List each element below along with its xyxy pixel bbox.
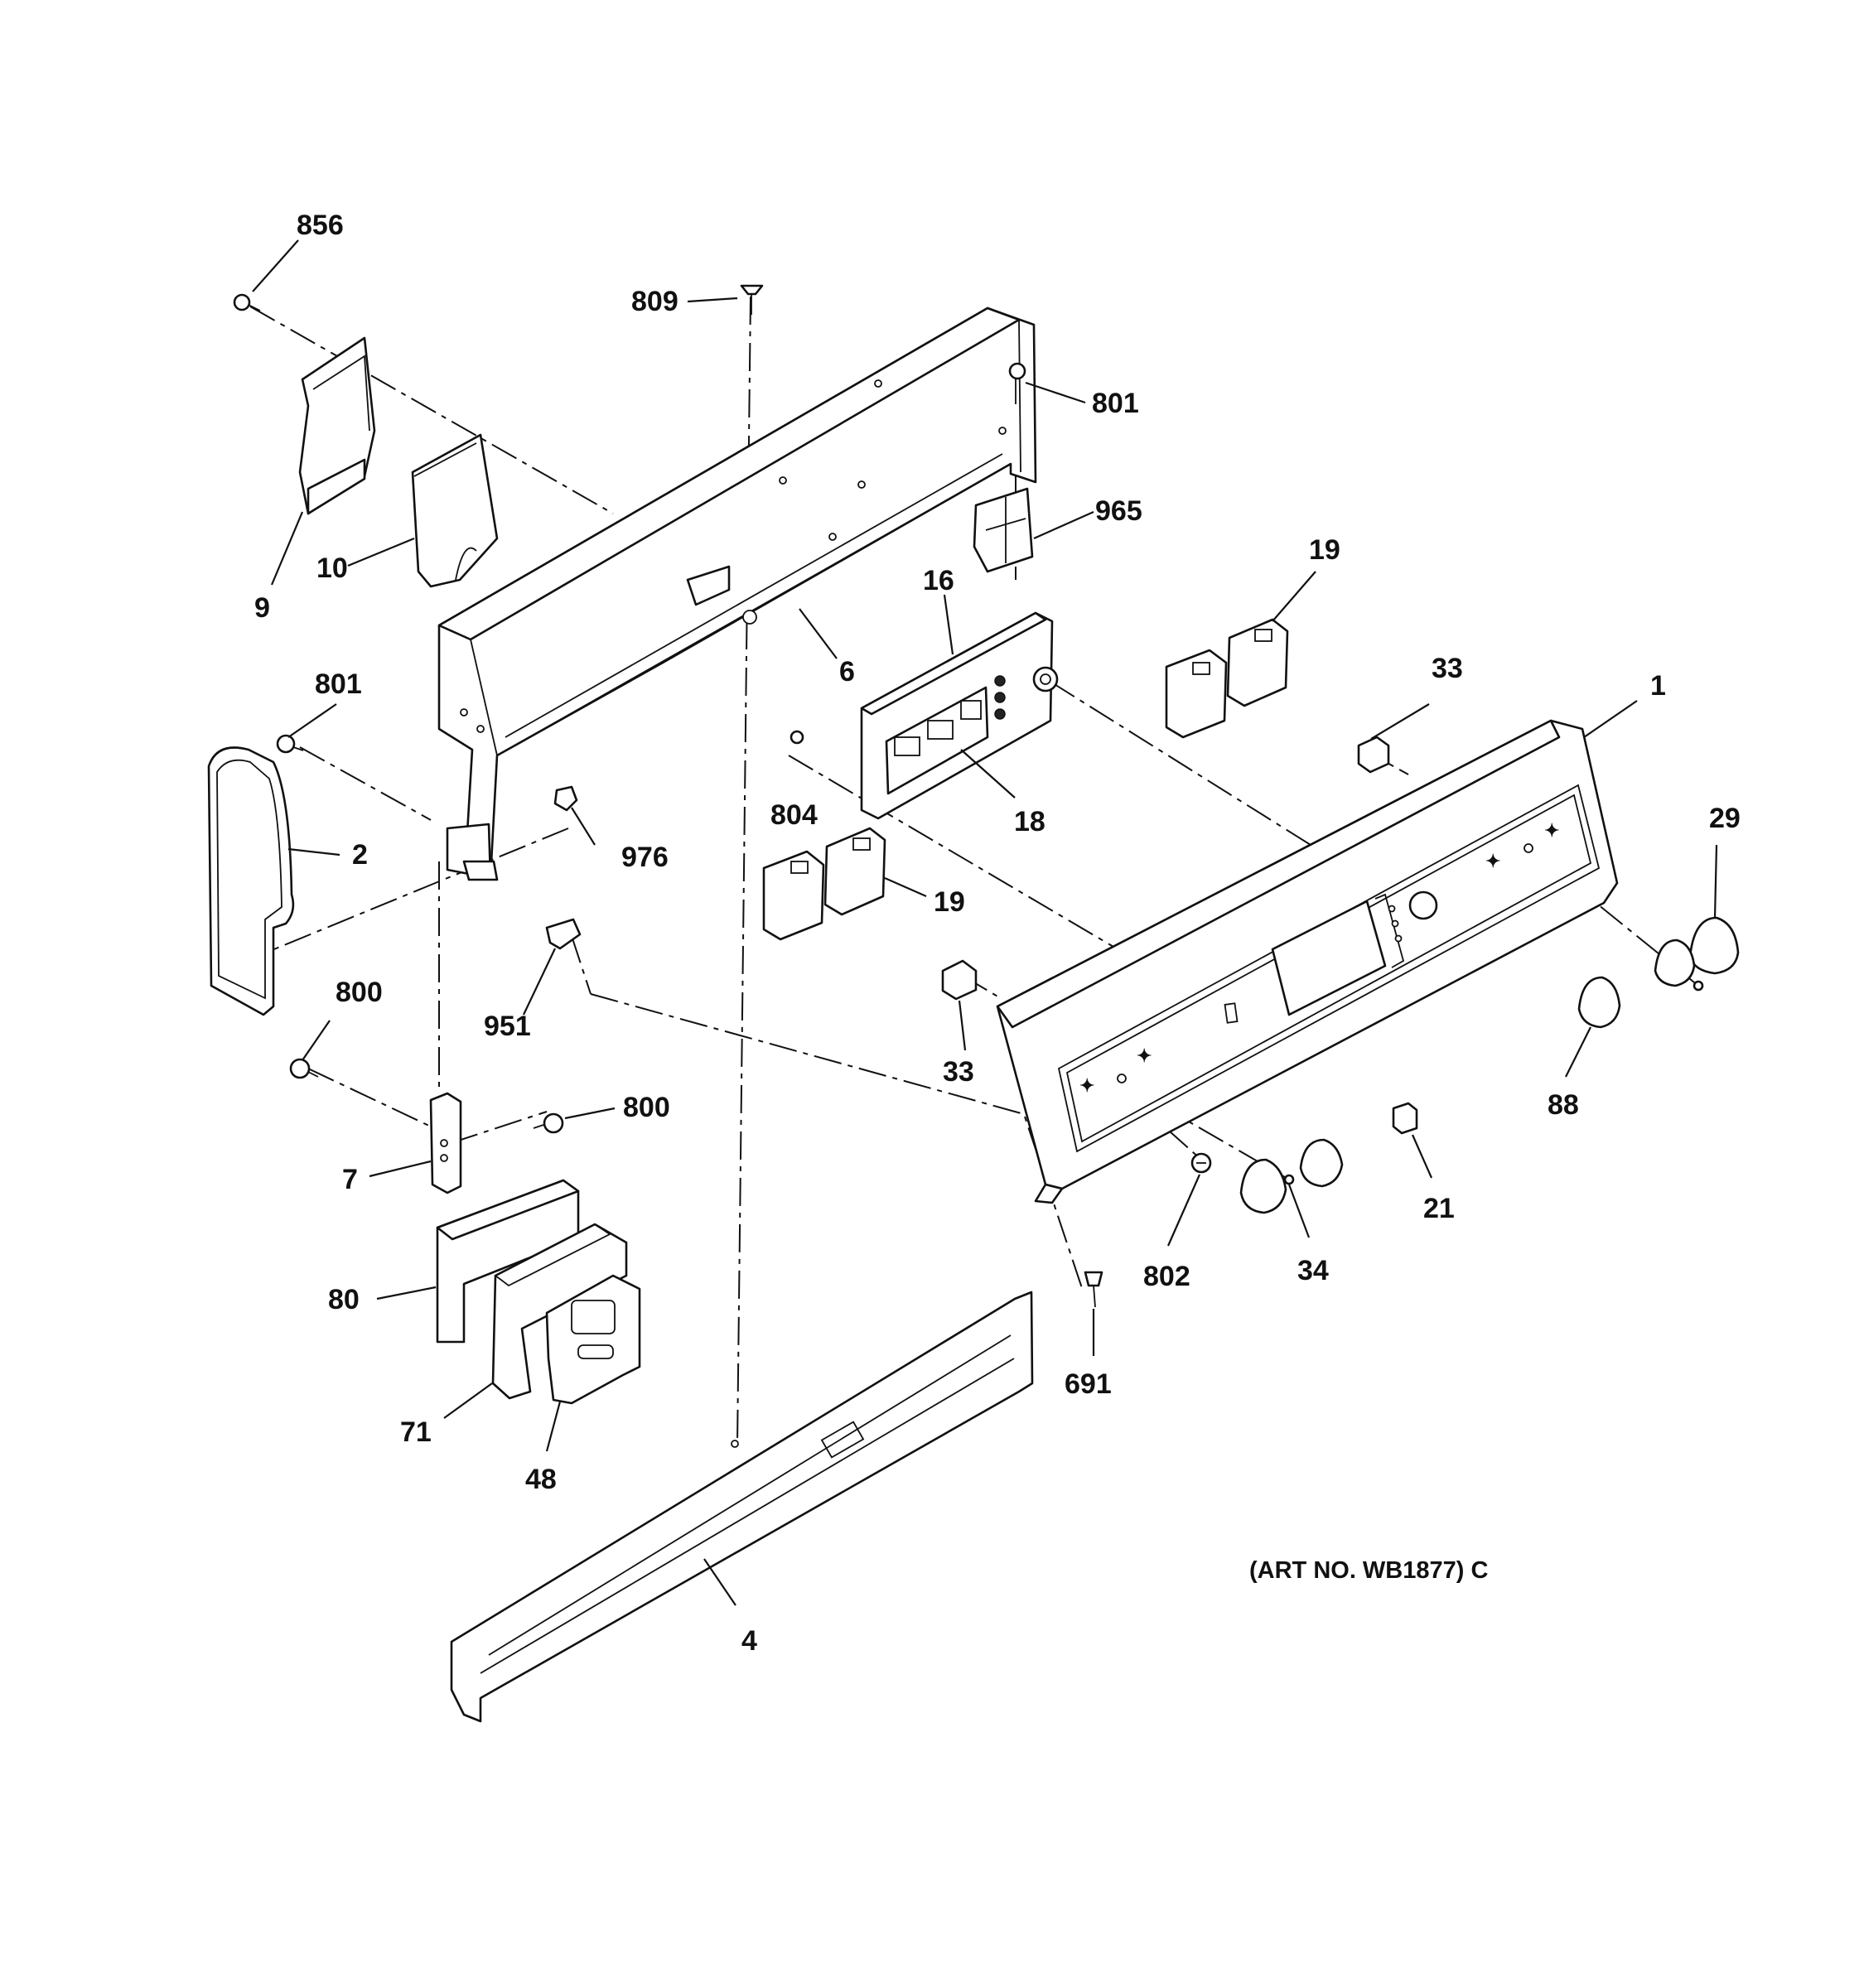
screw-part-856 <box>233 293 261 311</box>
callout-801-left: 801 <box>315 668 362 700</box>
callout-80: 80 <box>328 1284 360 1315</box>
bracket-part-10 <box>411 433 499 588</box>
screw-part-800-right <box>533 1112 564 1134</box>
callout-19-upper: 19 <box>1309 534 1340 566</box>
svg-text:✦: ✦ <box>1544 820 1559 841</box>
callout-802: 802 <box>1143 1261 1190 1292</box>
switch-part-19-upper <box>1165 618 1289 739</box>
switch-part-19-lower <box>762 827 886 941</box>
clip-part-21 <box>1392 1102 1418 1135</box>
callout-34: 34 <box>1297 1255 1329 1286</box>
callout-33-lower: 33 <box>943 1056 974 1088</box>
callout-804: 804 <box>770 799 818 831</box>
control-board-part-16 <box>860 611 1059 820</box>
callout-800-left: 800 <box>336 977 383 1008</box>
control-panel-part-1: ✦ ✦ ✦ ✦ <box>996 719 1619 1204</box>
callout-691: 691 <box>1065 1368 1112 1400</box>
svg-text:✦: ✦ <box>1137 1045 1152 1066</box>
callout-21: 21 <box>1423 1193 1455 1224</box>
callout-4: 4 <box>741 1625 757 1657</box>
switch-part-33-upper <box>1357 736 1390 774</box>
art-number: (ART NO. WB1877) C <box>1249 1557 1488 1584</box>
callout-33-upper: 33 <box>1432 653 1463 684</box>
callout-856: 856 <box>297 210 344 241</box>
callout-976: 976 <box>621 842 669 873</box>
screw-part-801-left <box>276 734 304 754</box>
callout-965: 965 <box>1095 495 1142 527</box>
screw-part-804 <box>790 730 804 745</box>
svg-text:✦: ✦ <box>1079 1075 1094 1096</box>
callout-48: 48 <box>525 1464 557 1495</box>
callout-1: 1 <box>1650 670 1666 702</box>
bracket-part-9 <box>298 336 376 515</box>
knob-part-29 <box>1654 916 1740 992</box>
callout-9: 9 <box>254 592 270 624</box>
cover-part-80 <box>436 1179 580 1344</box>
screw-part-691 <box>1084 1271 1103 1308</box>
callout-19-lower: 19 <box>934 886 965 918</box>
callout-29: 29 <box>1709 803 1741 834</box>
callout-800-right: 800 <box>623 1092 670 1123</box>
screw-part-802 <box>1190 1152 1212 1174</box>
knob-part-34 <box>1239 1138 1344 1214</box>
callout-7: 7 <box>342 1164 358 1195</box>
callout-951: 951 <box>484 1011 531 1042</box>
callout-6: 6 <box>839 656 855 688</box>
callout-801-top: 801 <box>1092 388 1139 419</box>
callout-10: 10 <box>316 552 348 584</box>
callout-18: 18 <box>1014 806 1045 837</box>
callout-labels: 856 809 801 965 9 10 16 19 6 33 1 801 80… <box>254 210 1741 1657</box>
side-trim-part-2 <box>207 746 295 1016</box>
callout-2: 2 <box>352 839 368 871</box>
clip-part-951 <box>545 918 582 950</box>
callout-809: 809 <box>631 286 678 317</box>
svg-text:✦: ✦ <box>1485 851 1500 871</box>
screw-part-809 <box>740 284 764 315</box>
screw-part-801-top <box>1008 362 1026 404</box>
switch-part-33-lower <box>941 959 978 1001</box>
callout-16: 16 <box>923 565 954 596</box>
insulation-part-71 <box>491 1223 628 1400</box>
callout-71: 71 <box>400 1416 432 1448</box>
nut-part-976 <box>553 785 578 812</box>
bracket-part-965 <box>973 487 1034 573</box>
screw-part-800-left <box>289 1058 319 1079</box>
callout-88: 88 <box>1548 1089 1579 1121</box>
bracket-part-7 <box>429 1092 462 1194</box>
back-frame-part-6 <box>437 306 1037 881</box>
bottom-trim-part-4 <box>450 1291 1034 1723</box>
knob-part-88 <box>1577 976 1621 1029</box>
leader-lines <box>252 239 1718 1606</box>
frame-part-48 <box>545 1274 641 1405</box>
